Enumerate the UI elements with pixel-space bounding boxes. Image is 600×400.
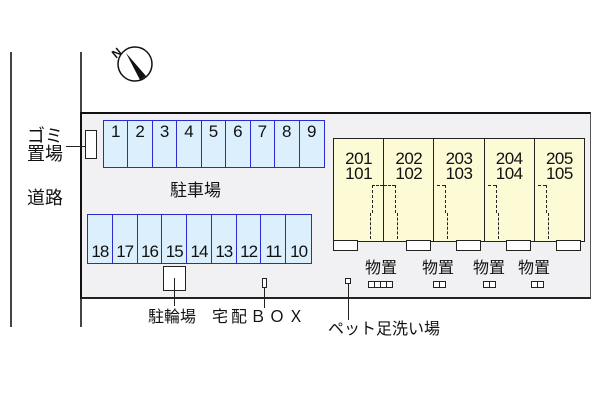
parking-row-bottom: 18 17 16 15 14 13 12 11 10	[87, 214, 312, 264]
garbage-station-box	[85, 130, 97, 159]
parking-slot: 15	[162, 215, 188, 263]
parking-slot: 10	[290, 242, 308, 261]
parking-slot: 2	[128, 121, 153, 167]
parking-slot: 7	[251, 121, 276, 167]
garbage-area-label: ゴミ 置場	[27, 128, 63, 164]
unit-number-upper: 203	[445, 149, 473, 168]
unit-number-lower: 103	[445, 164, 473, 183]
parking-slot: 8	[275, 121, 300, 167]
parking-slot: 6	[226, 121, 251, 167]
bicycle-parking-label: 駐輪場	[148, 307, 197, 326]
parking-slot: 13	[212, 215, 237, 263]
garbage-label-line1: ゴミ	[27, 126, 63, 147]
storage-units	[531, 281, 544, 288]
delivery-box-marker	[262, 278, 267, 288]
entrance-step	[556, 240, 581, 251]
parking-row-top: 1 2 3 4 5 6 7 8 9	[103, 120, 325, 168]
entrance-step	[506, 240, 531, 251]
storage-label: 物置	[473, 258, 506, 277]
north-arrow-icon: N	[108, 40, 154, 86]
garbage-leader-line	[66, 146, 86, 147]
unit-number-upper: 202	[395, 149, 423, 168]
storage-units	[433, 281, 446, 288]
parking-slot: 4	[177, 121, 202, 167]
parking-slot: 12	[237, 215, 262, 263]
storage-units	[483, 281, 496, 288]
storage-label: 物置	[422, 258, 455, 277]
parking-slot: 16	[138, 215, 163, 263]
pet-wash-leader-line	[348, 284, 349, 320]
storage-label: 物置	[365, 258, 398, 277]
parking-area-label: 駐車場	[170, 181, 221, 201]
unit-number-lower: 102	[395, 164, 423, 183]
parking-slot: 11	[261, 215, 287, 263]
unit-number-lower: 105	[545, 164, 573, 183]
parking-slot: 9	[306, 122, 317, 141]
unit-number-lower: 101	[345, 164, 373, 183]
parking-slot: 1	[104, 121, 129, 167]
parking-slot: 18	[88, 215, 113, 263]
delivery-box-label: 宅配ＢＯＸ	[212, 307, 308, 326]
parking-slot: 5	[202, 121, 227, 167]
delivery-leader-line	[264, 288, 265, 308]
entrance-step	[406, 240, 431, 251]
storage-units	[368, 281, 393, 288]
unit-number-upper: 205	[545, 149, 573, 168]
pet-wash-label: ペット足洗い場	[328, 319, 441, 338]
unit-number-lower: 104	[495, 164, 523, 183]
unit-number-upper: 204	[495, 149, 523, 168]
unit-number-upper: 201	[345, 149, 373, 168]
bicycle-leader-line	[174, 278, 175, 306]
storage-label: 物置	[518, 258, 551, 277]
road-edge-left	[10, 52, 12, 327]
parking-slot: 14	[187, 215, 212, 263]
entrance-step	[333, 240, 358, 251]
pet-wash-marker	[345, 278, 351, 284]
parking-slot: 17	[113, 215, 138, 263]
road-label: 道路	[27, 188, 63, 209]
parking-slot: 3	[153, 121, 178, 167]
entrance-step	[456, 240, 481, 251]
garbage-label-line2: 置場	[27, 144, 63, 165]
